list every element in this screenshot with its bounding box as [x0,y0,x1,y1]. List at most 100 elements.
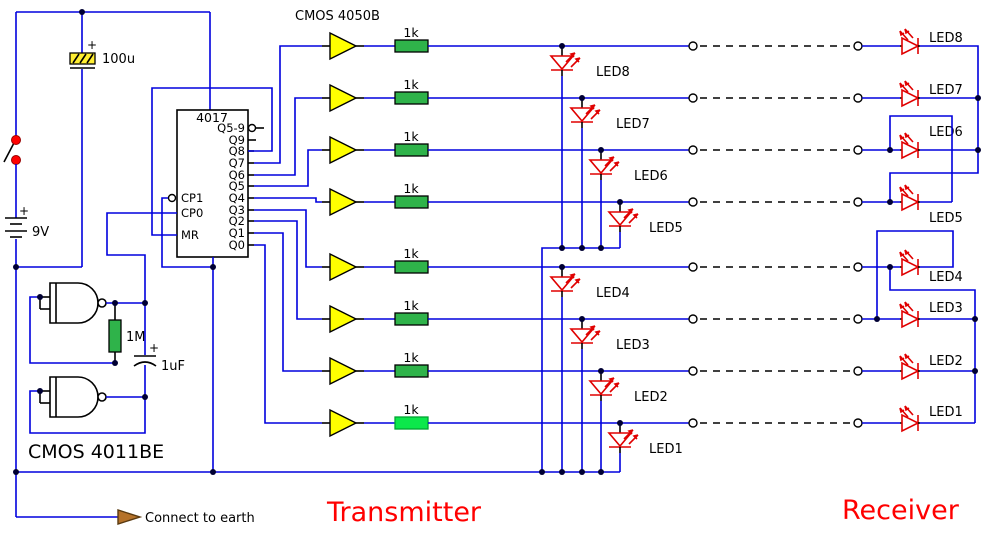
tx-led [570,97,601,129]
cap1uF-plus-sign: + [149,341,159,355]
nand-ic-label: CMOS 4011BE [28,441,164,463]
connector-pad [853,418,863,428]
buffer-gate [321,32,365,60]
connector-pad [853,197,863,207]
svg-text:Q1: Q1 [229,226,245,240]
resistor-value: 1k [403,350,419,365]
rx-led-label: LED3 [929,301,963,316]
rx-led [899,80,921,107]
timing-resistor-1M: 1M [108,303,146,363]
timing-capacitor-1uF: + 1uF [133,303,185,397]
connector-pad [853,145,863,155]
svg-text:Q5: Q5 [229,179,245,193]
rx-led-label: LED7 [929,83,963,98]
channel-row-3: 1k LED6 LED6 [321,125,963,248]
svg-text:CP0: CP0 [181,206,203,220]
transmitter-title: Transmitter [326,497,482,528]
ground-buses [16,247,620,473]
connector-pad [853,41,863,51]
channel-row-2: 1k LED7 LED7 [321,77,963,248]
power-section: + 9V + 100u Connect to earth [3,11,255,526]
resistor-value: 1k [403,181,419,196]
rx-led [899,249,921,276]
series-resistor [394,91,429,105]
connector-pad [688,93,698,103]
cap1uF-value-label: 1uF [161,359,185,374]
channel-row-1: 1k LED8 LED8 [321,25,963,248]
rx-led [899,132,921,159]
series-resistor [394,143,429,157]
connector-pad [853,366,863,376]
buffer-gate [321,305,365,333]
buffer-gate [321,409,365,437]
buffer-gate [321,357,365,385]
counter-right-pin-labels: Q5-9 Q9 Q8 Q7 Q6 Q5 Q4 Q3 Q2 Q1 Q0 [217,121,245,252]
svg-text:Q6: Q6 [229,168,245,182]
tx-led-label: LED7 [616,117,650,132]
svg-text:Q0: Q0 [229,238,245,252]
tx-led [570,318,601,350]
tx-led [550,45,581,77]
channel-row-8: 1k LED1 LED1 [321,402,963,472]
switch-contact-top [11,135,21,145]
rx-led [899,28,921,55]
tx-led-label: LED4 [596,286,630,301]
connector-pad [688,145,698,155]
buffer-gate [321,84,365,112]
rx-led [899,301,921,328]
resistor-value: 1k [403,77,419,92]
svg-text:Q2: Q2 [229,214,245,228]
cp0-clock-wire [106,212,177,303]
svg-text:MR: MR [181,228,199,242]
tx-led [550,266,581,298]
cp1-wire [161,197,213,268]
svg-text:Q4: Q4 [229,191,245,205]
battery-9v: + 9V [5,204,49,240]
nand-gate-1 [39,282,107,324]
connector-pad [688,418,698,428]
connector-pad [853,262,863,272]
resistor-value: 1k [403,298,419,313]
earth-note-label: Connect to earth [145,511,255,526]
tx-led-label: LED5 [649,221,683,236]
counter-right-pin-stubs [247,123,264,246]
buffer-ic-label: CMOS 4050B [295,9,380,24]
channel-row-5: 1k LED4 LED4 [321,246,963,472]
resistor-value: 1k [403,25,419,40]
switch-contact-bottom [11,155,21,165]
mr-q8-feedback-wire [151,87,273,236]
receiver-interconnect-wires [876,45,979,424]
earth-arrow-icon [117,509,143,525]
junction-dots [13,9,981,475]
series-resistor [394,364,429,378]
svg-text:Q3: Q3 [229,203,245,217]
resistor-value: 1k [403,129,419,144]
svg-text:Q9: Q9 [229,133,245,147]
receiver-title: Receiver [842,495,960,526]
rx-led [899,353,921,380]
resistor-value: 1k [403,246,419,261]
rx-led-label: LED2 [929,354,963,369]
rx-led [899,405,921,432]
svg-text:Q5-9: Q5-9 [217,121,245,135]
tx-led-label: LED2 [634,390,668,405]
earth-connection: Connect to earth [16,509,255,526]
tx-led [608,422,639,454]
tx-led-label: LED6 [634,169,668,184]
connector-pad [688,262,698,272]
buffer-gate [321,136,365,164]
buffer-gate [321,188,365,216]
rx-led-label: LED5 [929,211,963,226]
resistor-value: 1k [403,402,419,417]
tx-led [608,201,639,233]
tx-led [589,149,620,181]
connector-pad [688,366,698,376]
counter-output-wires [254,45,322,424]
connector-pad [688,314,698,324]
clock-oscillator-4011: 1M + 1uF CMOS 4011BE [28,282,185,463]
tx-led-upper-bus [541,247,620,472]
counter-body [176,109,249,258]
tx-led [589,370,620,402]
